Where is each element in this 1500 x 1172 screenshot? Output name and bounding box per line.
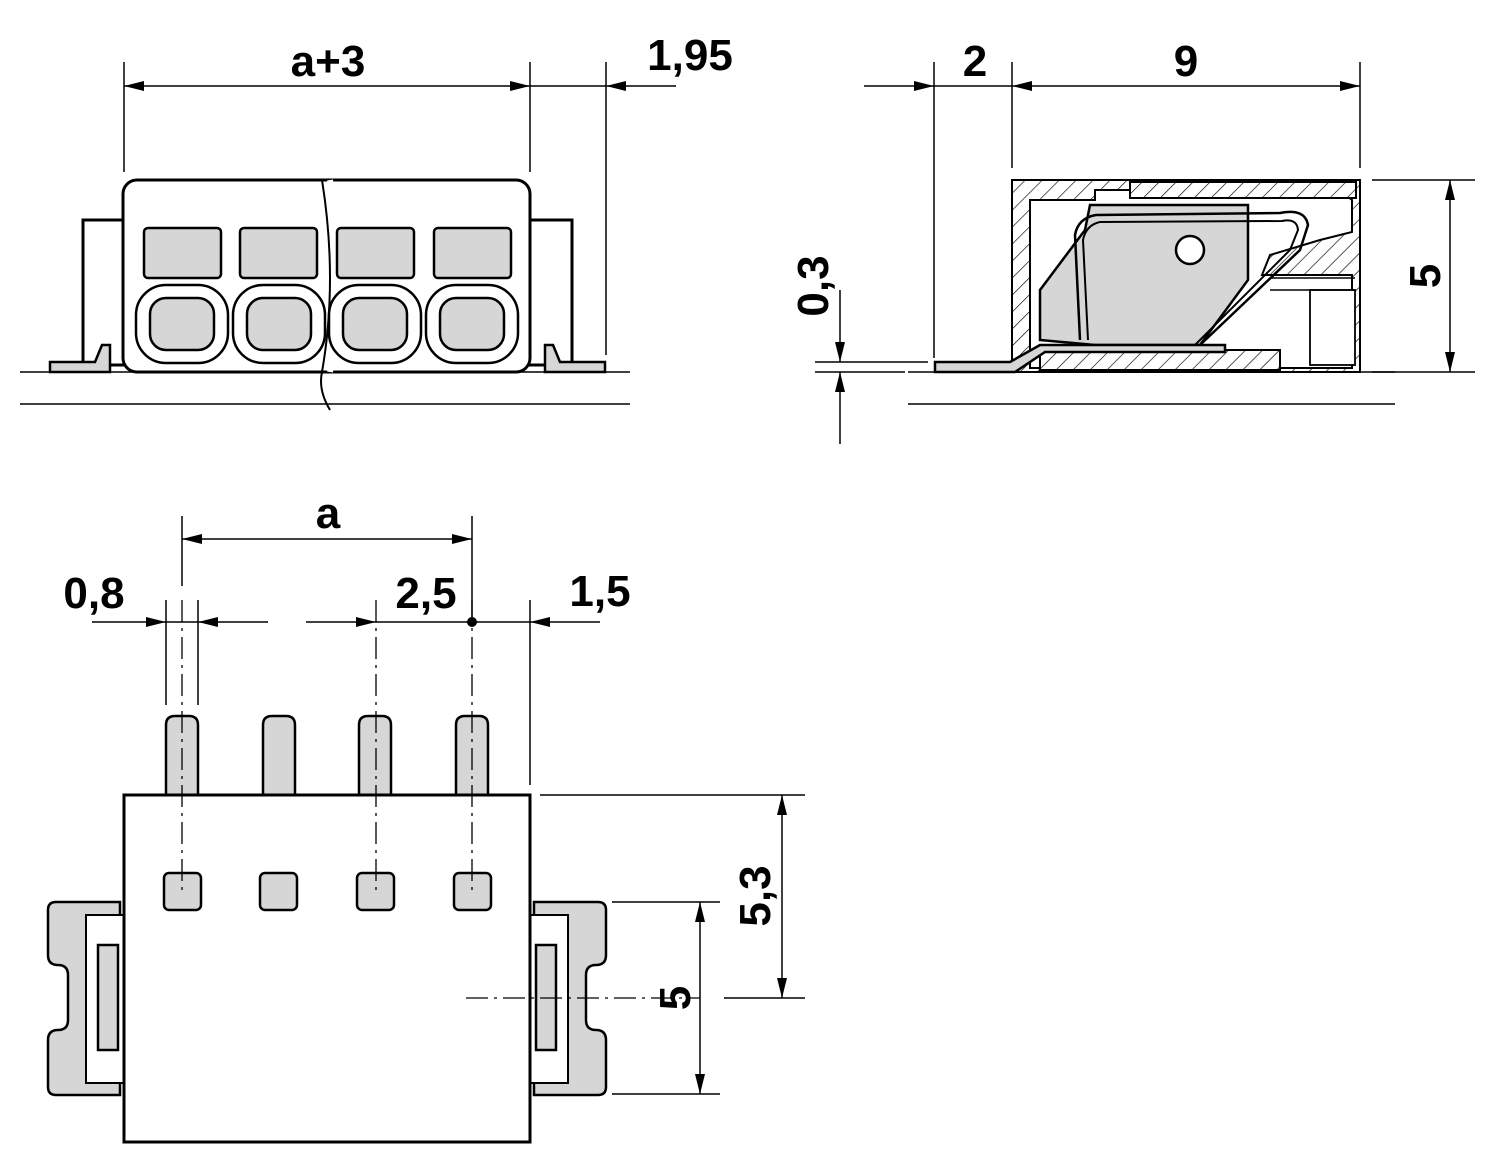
dim-width-label: a+3 bbox=[291, 37, 366, 86]
top-pins bbox=[164, 714, 490, 795]
dim-depth-label: 9 bbox=[1174, 37, 1198, 86]
dim-height-53-label: 5,3 bbox=[731, 865, 780, 926]
dim-left-label: 2 bbox=[963, 37, 987, 86]
dim-offset-label: 1,95 bbox=[647, 31, 733, 80]
dim-thickness-label: 0,3 bbox=[789, 255, 838, 316]
dim-pin-width-label: 0,8 bbox=[63, 569, 124, 618]
front-windows bbox=[134, 226, 520, 365]
side-view: 2 9 5 0,3 bbox=[789, 37, 1475, 444]
dim-height-label: 5 bbox=[1401, 264, 1450, 288]
top-view: a 0,8 2,5 1,5 5,3 5 bbox=[46, 489, 805, 1144]
dim-edge-label: 1,5 bbox=[569, 567, 630, 616]
front-view: a+3 1,95 bbox=[20, 31, 733, 411]
dim-pitch-label: 2,5 bbox=[395, 569, 456, 618]
dim-pitch-total-label: a bbox=[316, 489, 341, 538]
dim-height-5-label: 5 bbox=[651, 986, 700, 1010]
